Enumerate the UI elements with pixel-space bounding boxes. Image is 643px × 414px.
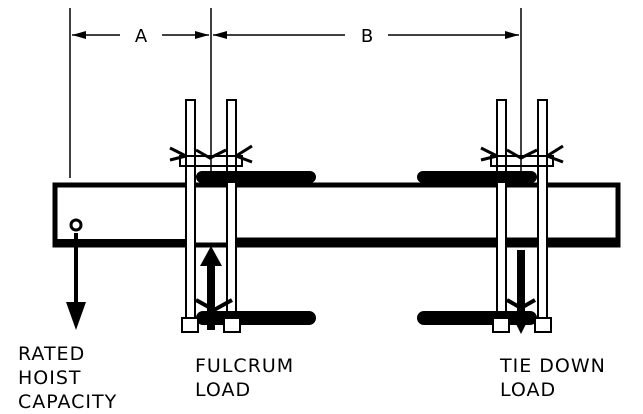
hoist-load-arrow bbox=[66, 233, 86, 330]
tie-down-load-arrow bbox=[510, 250, 532, 334]
fulcrum-load-line-2: LOAD bbox=[195, 379, 251, 401]
dimension-a-label: A bbox=[135, 26, 148, 47]
dimension-b-label: B bbox=[361, 26, 373, 47]
tie-down-load-line-1: TIE DOWN bbox=[499, 355, 606, 377]
fulcrum-load-label: FULCRUM LOAD bbox=[195, 355, 294, 401]
arrowhead-a-right bbox=[195, 31, 209, 39]
rated-hoist-capacity-line-1: RATED bbox=[18, 343, 85, 365]
rated-hoist-capacity-line-3: CAPACITY bbox=[18, 391, 117, 413]
fulcrum-load-arrow bbox=[200, 246, 222, 330]
fulcrum-load-line-1: FULCRUM bbox=[195, 355, 294, 377]
rated-hoist-capacity-line-2: HOIST bbox=[18, 367, 82, 389]
arrowhead-b-left bbox=[213, 31, 227, 39]
tie-down-load-line-2: LOAD bbox=[500, 379, 556, 401]
dimension-lines bbox=[69, 8, 522, 178]
tie-down-load-label: TIE DOWN LOAD bbox=[499, 355, 606, 401]
arrowhead-a-left bbox=[72, 31, 86, 39]
fulcrum-clamp-assembly bbox=[169, 99, 316, 333]
tie-down-clamp-assembly bbox=[417, 99, 564, 333]
hoist-attachment-point bbox=[69, 218, 83, 232]
outrigger-beam bbox=[52, 182, 621, 248]
arrowhead-b-right bbox=[505, 31, 519, 39]
rated-hoist-capacity-label: RATED HOIST CAPACITY bbox=[18, 343, 117, 413]
